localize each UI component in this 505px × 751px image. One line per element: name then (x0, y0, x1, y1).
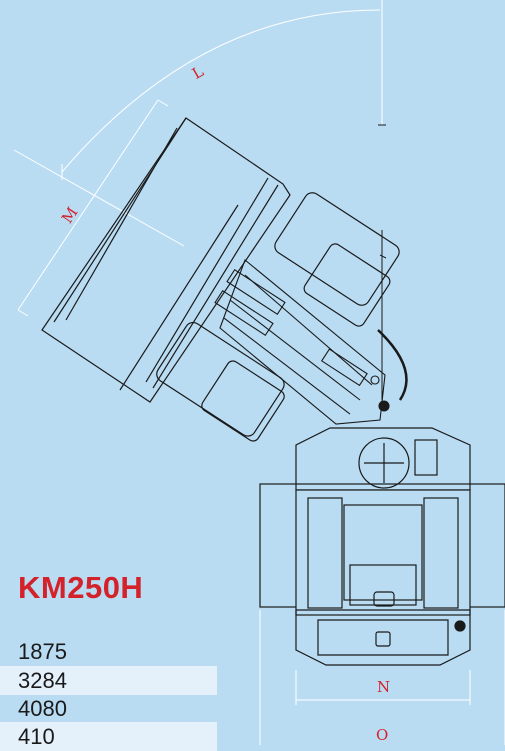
dimension-n-o (259, 610, 505, 745)
machine-base (259, 427, 505, 666)
spec-row: 4080 (18, 696, 67, 721)
spec-row: 3284 (0, 666, 217, 695)
spec-row: 410 (0, 722, 217, 751)
dimension-label-l: L (189, 62, 207, 83)
model-title: KM250H (18, 570, 144, 605)
dimension-label-m: M (58, 204, 82, 227)
tilted-motors (156, 192, 400, 442)
tilt-frame (214, 259, 408, 425)
dimension-label-n: N (377, 678, 390, 696)
dimension-l (61, 0, 387, 400)
dimension-m (13, 99, 185, 317)
tilted-drum (41, 117, 291, 403)
spec-row: 1875 (18, 639, 67, 664)
dimension-label-o: O (376, 726, 388, 744)
